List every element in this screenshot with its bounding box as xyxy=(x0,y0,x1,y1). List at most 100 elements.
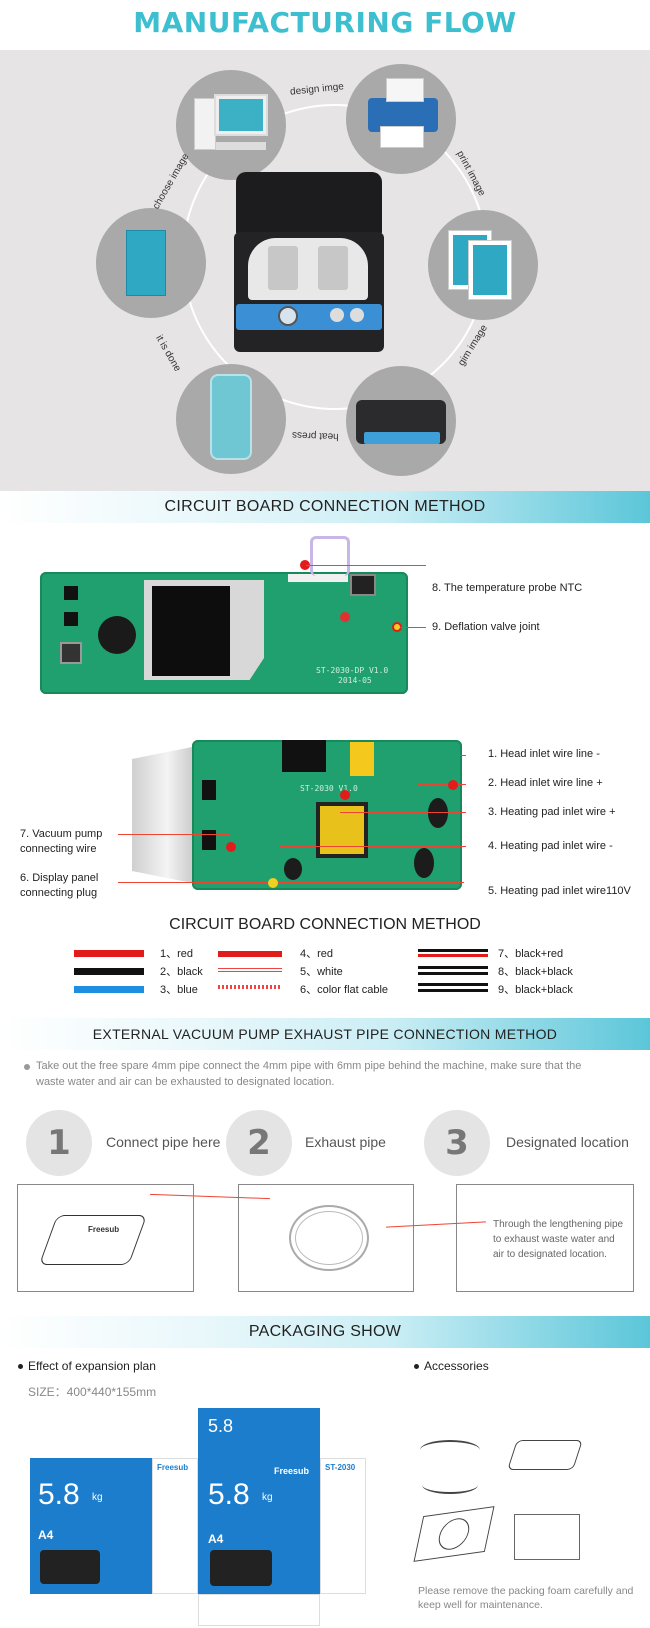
effect-label: Effect of expansion plan xyxy=(28,1359,156,1373)
swatch-flat-cable xyxy=(218,985,282,989)
swatch-black-black-c xyxy=(418,983,488,986)
legend-item-8: 8、black+black xyxy=(498,966,573,978)
label-choose-image: choose image xyxy=(150,151,192,212)
label-7a: 7. Vacuum pump xyxy=(20,828,103,840)
line-9 xyxy=(400,627,426,628)
display-plug-point xyxy=(268,878,278,888)
box-flap-top: 5.8 xyxy=(198,1408,320,1458)
line-6-5 xyxy=(118,882,464,883)
step-3-text: Through the lengthening pipe to exhaust … xyxy=(493,1219,624,1260)
box-center-weight: 5.8 xyxy=(208,1478,250,1511)
legend-item-6: 6、color flat cable xyxy=(300,984,389,996)
line-2 xyxy=(418,784,466,785)
step-2-number: 2 xyxy=(226,1110,292,1176)
power-board-code: ST-2030 V1.0 xyxy=(300,784,358,793)
legend-item-2: 2、black xyxy=(160,966,203,978)
label-4: 4. Heating pad inlet wire - xyxy=(488,840,613,852)
step-3-label: Designated location xyxy=(506,1134,629,1150)
legend-item-1: 1、red xyxy=(160,948,194,960)
line-4 xyxy=(280,846,466,847)
vacuum-note: Take out the free spare 4mm pipe connect… xyxy=(36,1060,582,1088)
accessories-label: Accessories xyxy=(424,1359,489,1373)
box-center-brand: Freesub xyxy=(274,1466,310,1476)
box-side-right: ST-2030 xyxy=(320,1458,366,1594)
display-board-code: ST-2030-DP V1.0 xyxy=(316,666,389,675)
accessories-bullet xyxy=(414,1364,419,1369)
heat-press-closed-image xyxy=(346,366,456,476)
chosen-image xyxy=(96,208,206,318)
swatch-black-black-b xyxy=(418,972,488,975)
vacuum-title: EXTERNAL VACUUM PUMP EXHAUST PIPE CONNEC… xyxy=(92,1026,558,1042)
flat-cable xyxy=(310,536,350,576)
swatch-red xyxy=(74,950,144,957)
line-1 xyxy=(380,755,466,756)
label-it-is-done: it is done xyxy=(153,333,183,374)
label-6b: connecting plug xyxy=(20,887,98,899)
effect-bullet xyxy=(18,1364,23,1369)
cd-case-icon xyxy=(413,1506,495,1562)
manual-icon xyxy=(514,1514,580,1560)
printed-sheets-image xyxy=(428,210,538,320)
circuit-banner: CIRCUIT BOARD CONNECTION METHOD xyxy=(0,491,650,523)
legend-title: CIRCUIT BOARD CONNECTION METHOD xyxy=(169,916,481,933)
label-9: 9. Deflation valve joint xyxy=(432,621,540,633)
step-2-box xyxy=(238,1184,414,1292)
display-board: ST-2030-DP V1.0 2014-05 xyxy=(40,572,408,694)
ntc-point xyxy=(300,560,310,570)
circuit-title: CIRCUIT BOARD CONNECTION METHOD xyxy=(164,498,486,515)
heating-pad-point xyxy=(340,790,350,800)
box-left-size: A4 xyxy=(38,1528,54,1542)
step-3-box: Through the lengthening pipe to exhaust … xyxy=(456,1184,634,1292)
swatch-black xyxy=(74,968,144,975)
swatch-black-black-d xyxy=(418,989,488,992)
line-7 xyxy=(118,834,230,835)
step-3-number: 3 xyxy=(424,1110,490,1176)
swatch-red-2 xyxy=(218,951,282,957)
line-8 xyxy=(306,565,426,566)
heatsink xyxy=(132,745,202,885)
vacuum-point xyxy=(226,842,236,852)
machine-lid xyxy=(236,172,382,234)
swatch-black-red-a xyxy=(418,949,488,952)
label-design-image: design imge xyxy=(289,81,345,98)
packaging-note: Please remove the packing foam carefully… xyxy=(418,1585,634,1611)
box-panel-center: 5.8 kg Freesub A4 xyxy=(198,1458,320,1594)
box-left-weight: 5.8 xyxy=(38,1478,80,1511)
label-6a: 6. Display panel xyxy=(20,872,99,884)
box-flap-bottom xyxy=(198,1594,320,1626)
step-1-box: Freesub xyxy=(17,1184,194,1292)
legend-item-3: 3、blue xyxy=(160,984,198,996)
note-bullet xyxy=(24,1064,30,1070)
size-label: SIZE：400*440*155mm xyxy=(28,1385,157,1399)
box-side-left-brand: Freesub xyxy=(157,1463,189,1472)
packaging-banner: PACKAGING SHOW xyxy=(0,1316,650,1348)
label-7b: connecting wire xyxy=(20,843,97,855)
display-board-date: 2014-05 xyxy=(338,676,372,685)
label-3: 3. Heating pad inlet wire + xyxy=(488,806,616,818)
box-side-right-model: ST-2030 xyxy=(325,1463,356,1472)
box-brand-text: Freesub xyxy=(88,1225,120,1234)
swatch-black-red-b xyxy=(418,954,488,957)
box-left-unit: kg xyxy=(92,1492,103,1503)
step-1-number: 1 xyxy=(26,1110,92,1176)
machine-body xyxy=(234,232,384,352)
printer-image xyxy=(346,64,456,174)
box-flap-weight: 5.8 xyxy=(208,1416,234,1436)
swatch-black-black-a xyxy=(418,966,488,969)
swatch-white xyxy=(218,968,282,972)
label-heat-press: heat press xyxy=(291,429,339,442)
legend-item-9: 9、black+black xyxy=(498,984,573,996)
head-inlet-point xyxy=(448,780,458,790)
label-8: 8. The temperature probe NTC xyxy=(432,582,583,594)
usb-cable-icon xyxy=(422,1476,478,1494)
swatch-blue xyxy=(74,986,144,993)
legend-item-5: 5、white xyxy=(300,966,343,978)
step-2-label: Exhaust pipe xyxy=(305,1134,386,1150)
packaging-title: PACKAGING SHOW xyxy=(248,1323,402,1340)
line-3 xyxy=(340,812,466,813)
box-panel-left: 5.8 kg A4 xyxy=(30,1458,152,1594)
page-title: MANUFACTURING FLOW xyxy=(133,6,517,39)
legend-item-7: 7、black+red xyxy=(498,948,564,960)
label-5: 5. Heating pad inlet wire110V xyxy=(488,885,631,897)
step-1-label: Connect pipe here xyxy=(106,1134,221,1150)
